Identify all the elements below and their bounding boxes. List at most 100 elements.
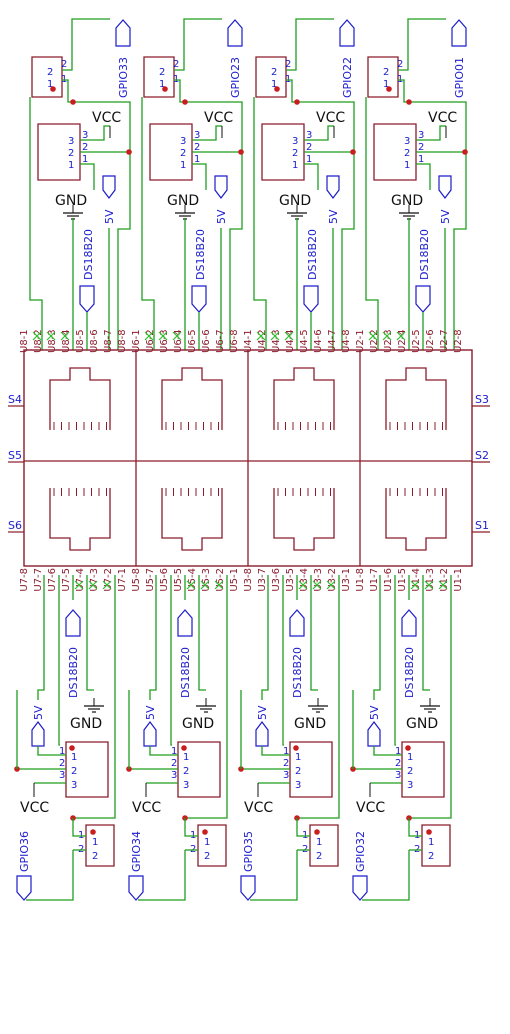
jack-pin-label: U5-5 [173, 568, 184, 592]
nc-stroke [102, 580, 112, 590]
no-connect-marker [270, 331, 280, 341]
rj45-port-bottom-3 [273, 488, 335, 551]
junction-dot [70, 99, 76, 105]
header-body [143, 56, 175, 98]
jack-pin-label: U8-2 [33, 329, 44, 353]
junction-dot [238, 149, 244, 155]
junction-dot [202, 829, 208, 835]
rj45-port-bottom-2 [161, 488, 223, 551]
header-pin-2: 2 [271, 67, 277, 78]
header-body [367, 56, 399, 98]
gpio-flag [352, 875, 368, 901]
rj45-port-top-2 [161, 367, 223, 430]
5v-flag [255, 721, 269, 747]
sensor-pin-inner: 1 [404, 160, 410, 171]
sensor-body [401, 741, 445, 798]
sensor-5v-wire [37, 746, 66, 756]
sensor-gnd-wire [80, 163, 95, 190]
sensor-flag [79, 285, 95, 313]
sensor-pin-num: 3 [283, 770, 289, 781]
no-connect-marker [74, 580, 84, 590]
sensor-pin-num: 3 [194, 130, 200, 141]
sensor-pin-inner: 2 [295, 766, 301, 777]
5v-flag [438, 175, 452, 199]
sensor-gnd-wire [416, 163, 431, 190]
jack-pin-label: U6-3 [159, 329, 170, 353]
sensor-pin-inner: 1 [295, 752, 301, 763]
jack-pin-label: U3-2 [327, 568, 338, 592]
junction-dot [293, 745, 299, 751]
jack-pin-label: U5-7 [145, 568, 156, 592]
sensor-pin-num: 1 [194, 154, 200, 165]
gpio-wire [286, 18, 334, 71]
junction-dot [90, 829, 96, 835]
header-pin-2: 2 [428, 851, 434, 862]
no-connect-marker [326, 580, 336, 590]
sensor-pin-num: 2 [418, 142, 424, 153]
junction-dot [126, 149, 132, 155]
junction-dot [69, 745, 75, 751]
no-connect-marker [368, 331, 378, 341]
gnd-symbol [84, 698, 104, 713]
sensor-pin-num: 3 [82, 130, 88, 141]
sensor-vcc-wire [192, 125, 222, 141]
no-connect-marker [396, 331, 406, 341]
header-pin-1: 1 [383, 79, 389, 90]
jack-data-wire [282, 575, 284, 746]
header-pin-2: 2 [383, 67, 389, 78]
jack-pin-label: U6-1 [131, 329, 142, 353]
sensor-pin-num: 1 [418, 154, 424, 165]
gpio-flag [227, 19, 243, 47]
jack-pin-label: U6-6 [201, 329, 212, 353]
gnd-label: GND [294, 716, 326, 732]
jack-pin-label: U8-5 [75, 329, 86, 353]
no-connect-marker [46, 331, 56, 341]
no-connect-marker [312, 580, 322, 590]
header-body [309, 824, 339, 867]
header-pin-1: 1 [92, 837, 98, 848]
jack-pin-label: U3-1 [341, 568, 352, 592]
gpio-label: GPIO22 [341, 57, 354, 98]
jack-pin-label: U2-3 [383, 329, 394, 353]
nc-stroke [74, 580, 84, 590]
jack-pin-label: U4-5 [299, 329, 310, 353]
jack-pin-label: U2-4 [397, 329, 408, 353]
junction-dot [386, 86, 392, 92]
gpio-wire [26, 850, 74, 901]
jack-data-bus [297, 575, 340, 819]
sensor-name-label: DS18B20 [179, 647, 192, 698]
shield-pin-label: S4 [8, 393, 22, 406]
nc-stroke [32, 331, 42, 341]
sensor-vcc-wire [416, 125, 446, 141]
header-body [197, 824, 227, 867]
jack-data-wire [58, 575, 60, 746]
jack-pin-label: U1-2 [439, 568, 450, 592]
nc-stroke [46, 331, 56, 341]
gnd-label: GND [391, 193, 423, 209]
gpio-label: GPIO33 [117, 57, 130, 98]
gnd-label: GND [70, 716, 102, 732]
sensor-5v-wire [261, 746, 290, 756]
sensor-name-label: DS18B20 [194, 229, 207, 280]
jack-5v-wire [37, 575, 45, 700]
jack-pin-label: U1-3 [425, 568, 436, 592]
sensor-pin-num: 2 [59, 758, 65, 769]
gnd-symbol [287, 205, 307, 220]
jack-pin-label: U6-7 [215, 329, 226, 353]
jack-data-wire [170, 575, 172, 746]
no-connect-marker [144, 331, 154, 341]
jack-pin-label: U1-6 [383, 568, 394, 592]
no-connect-marker [410, 580, 420, 590]
sensor-pin-inner: 3 [68, 136, 74, 147]
5v-flag [367, 721, 381, 747]
sensor-pin-inner: 3 [71, 780, 77, 791]
sensor-flag [177, 609, 193, 637]
nc-stroke [172, 331, 182, 341]
gpio-wire [362, 850, 410, 901]
no-connect-marker [214, 580, 224, 590]
gnd-symbol [175, 205, 195, 220]
sensor-flag [289, 609, 305, 637]
sensor-flag [303, 285, 319, 313]
